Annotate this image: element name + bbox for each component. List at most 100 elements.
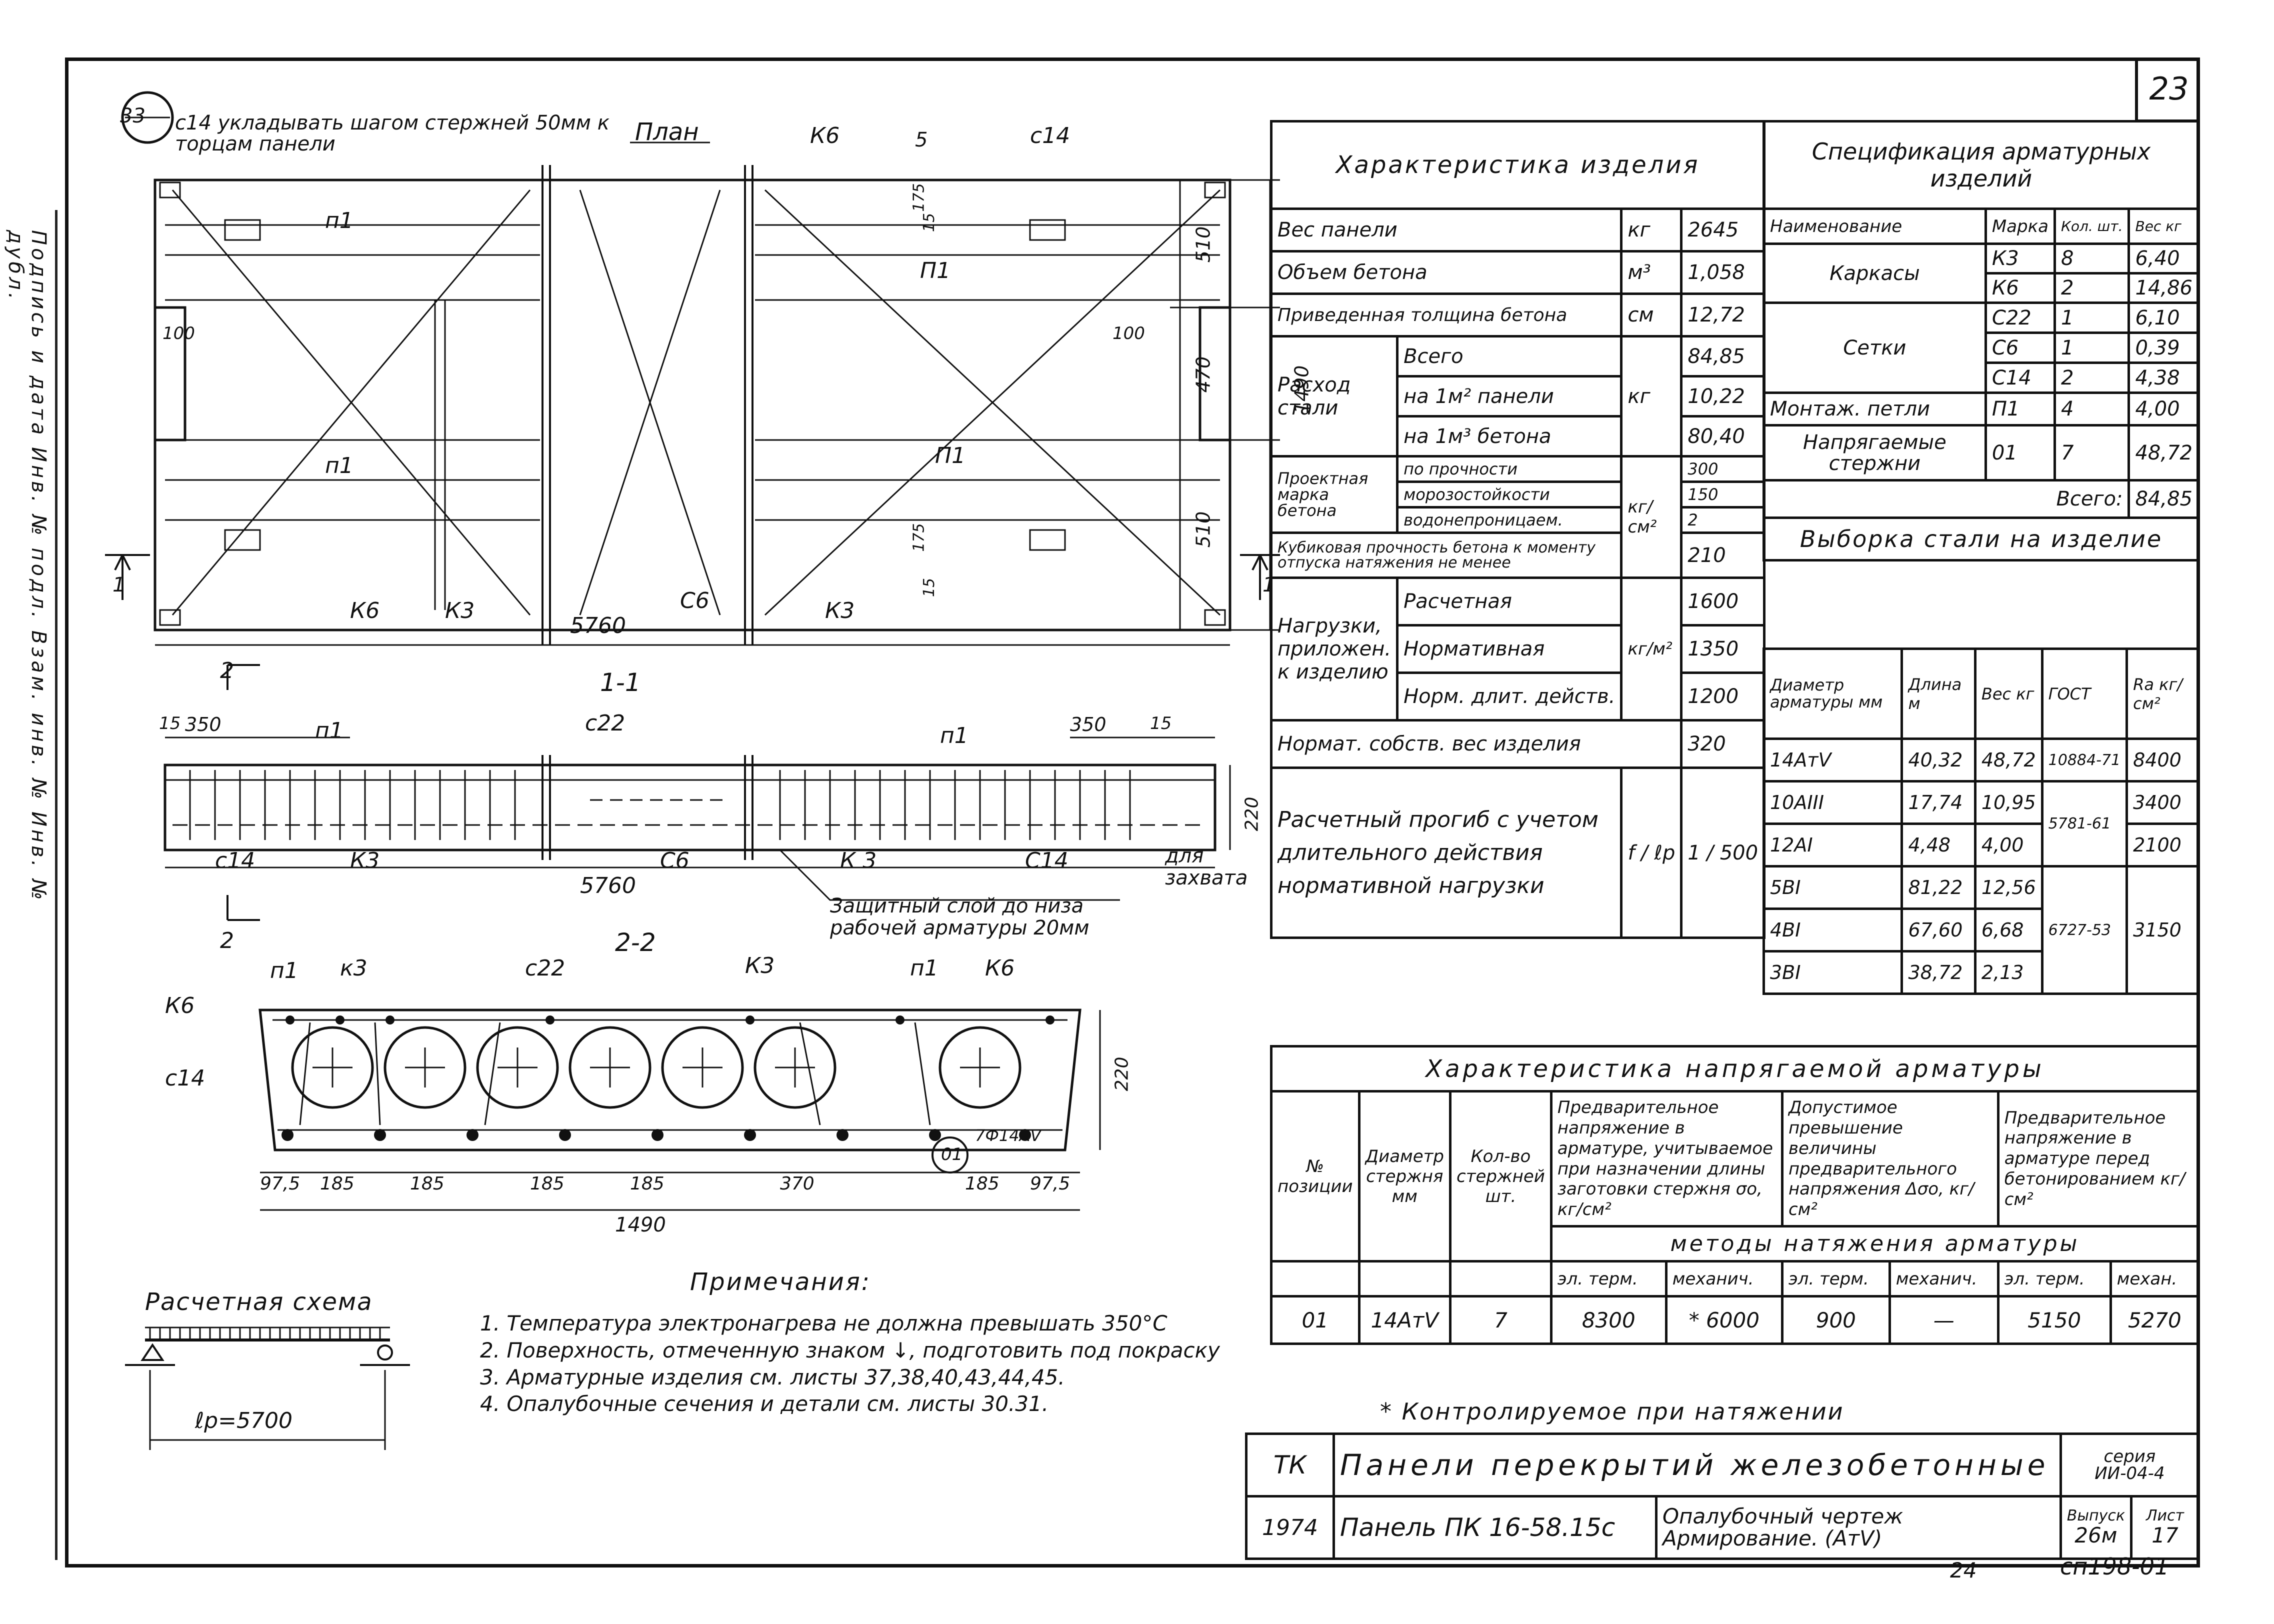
dim-22-6: 185 — [965, 1174, 1000, 1194]
plan-title: План — [635, 118, 699, 146]
cell: 6727-53 — [2040, 865, 2128, 995]
header: ГОСТ — [2040, 648, 2128, 740]
cell: — — [1888, 1295, 2000, 1345]
cell: 14АтV — [1358, 1295, 1452, 1345]
cell: 5270 — [2109, 1295, 2200, 1345]
series-value: ИИ-04-4 — [2094, 1464, 2165, 1484]
method: эл. терм. — [1780, 1260, 1891, 1298]
plan-note: с14 укладывать шагом стержней 50мм к тор… — [175, 112, 610, 156]
stamp-code: сп198-01 — [2060, 1553, 2170, 1580]
label-pos01-22: 01 — [941, 1144, 963, 1164]
value: 80,40 — [1680, 415, 1766, 458]
title-block: ТК Панели перекрытий железобетонные сери… — [1245, 1432, 2200, 1560]
header: Диаметр стержня мм — [1358, 1090, 1452, 1262]
method: механ. — [2109, 1260, 2200, 1298]
row-label: Норм. длит. действ. — [1396, 672, 1623, 722]
cell: 7 — [1449, 1295, 1552, 1345]
title-year: 1974 — [1245, 1495, 1335, 1560]
methods-title: методы натяжения арматуры — [1550, 1225, 2200, 1262]
row-label: Вес панели — [1270, 208, 1623, 252]
dim-100-right: 100 — [1112, 324, 1145, 344]
sheet-label: Лист — [2146, 1507, 2184, 1525]
issue-value: 26м — [2074, 1523, 2118, 1548]
method: механич. — [1888, 1260, 2000, 1298]
qty: 2 — [2053, 272, 2130, 304]
cell: 8400 — [2126, 738, 2200, 782]
header: Наименование — [1762, 208, 1987, 245]
row-label: Расчетная — [1396, 576, 1623, 626]
mark: С22 — [1984, 302, 2056, 334]
total-value: 84,85 — [2128, 479, 2200, 519]
dim-15-bottom: 15 — [920, 578, 938, 598]
label-k3-b: К3 — [825, 598, 855, 624]
group-name: Каркасы — [1762, 242, 1987, 304]
dim-22-5: 370 — [780, 1174, 814, 1194]
qty: 1 — [2053, 302, 2130, 334]
plan-outline — [154, 178, 1232, 632]
dim-1490-22: 1490 — [615, 1214, 666, 1236]
group-name: Сетки — [1762, 302, 1987, 394]
unit: м³ — [1620, 250, 1683, 295]
cell: 17,74 — [1900, 780, 1976, 825]
grade-label: Проектная марка бетона — [1270, 455, 1399, 534]
weight: 6,10 — [2128, 302, 2200, 334]
note-item: 2. Поверхность, отмеченную знаком ↓, под… — [480, 1338, 1220, 1362]
weight: 48,72 — [2128, 424, 2200, 482]
unit: кг/м² — [1620, 576, 1683, 722]
cell: 5150 — [1996, 1295, 2112, 1345]
weight: 4,38 — [2128, 362, 2200, 394]
label-p1-a: п1 — [325, 208, 354, 234]
dim-22-7: 97,5 — [1030, 1174, 1070, 1194]
margin-line — [55, 210, 58, 1560]
note-item: 4. Опалубочные сечения и детали см. лист… — [480, 1392, 1049, 1416]
header: Вес кг — [2128, 208, 2200, 245]
header: Длина м — [1900, 648, 1976, 740]
dim-5760-plan: 5760 — [570, 613, 626, 638]
cell: 40,32 — [1900, 738, 1976, 782]
unit: кг/см² — [1620, 455, 1683, 579]
header: Rа кг/см² — [2126, 648, 2200, 740]
dim-22-2: 185 — [410, 1174, 444, 1194]
dim-510-bottom: 510 — [1192, 511, 1214, 548]
cell: 10,95 — [1974, 780, 2044, 825]
label-k3-left-22: к3 — [340, 956, 368, 981]
dim-15-top: 15 — [920, 212, 938, 232]
section-2-mark-bottom: 2 — [220, 928, 234, 954]
cell: 5781-61 — [2040, 780, 2128, 868]
label-k6-top: К6 — [810, 123, 840, 148]
weight: 6,40 — [2128, 242, 2200, 274]
label-p1-left-11: п1 — [315, 718, 344, 744]
sheet-value: 17 — [2152, 1523, 2178, 1548]
value: 300 — [1680, 455, 1766, 483]
section-2-2-outline — [258, 1008, 1082, 1152]
row-label: на 1м² панели — [1396, 375, 1623, 418]
row-label: водонепроницаем. — [1396, 506, 1623, 534]
dim-22-0: 97,5 — [260, 1174, 300, 1194]
unit: кг — [1620, 335, 1683, 458]
title-sheet: Лист 17 — [2130, 1495, 2200, 1560]
title-org: ТК — [1245, 1432, 1335, 1498]
prestress-title: Характеристика напрягаемой арматуры — [1270, 1045, 2200, 1092]
section-2-2-title: 2-2 — [615, 928, 656, 957]
header: Кол-во стержней шт. — [1449, 1090, 1552, 1262]
value: 1350 — [1680, 624, 1766, 674]
cell: 3150 — [2126, 865, 2200, 995]
steel-table: Диаметр арматуры мм Длина м Вес кг ГОСТ … — [1762, 648, 2200, 995]
note-item: 1. Температура электронагрева не должна … — [480, 1311, 1168, 1336]
value: 1,058 — [1680, 250, 1766, 295]
qty: 8 — [2053, 242, 2130, 274]
cell: 10884-71 — [2040, 738, 2128, 782]
dim-220-11: 220 — [1242, 796, 1262, 832]
label-p1-d: П1 — [935, 443, 966, 468]
scheme-span: ℓр=5700 — [195, 1408, 292, 1434]
label-k6-right-22: К6 — [985, 956, 1015, 981]
steel-label: Расход стали — [1270, 335, 1399, 458]
label-k3-right-22: К3 — [745, 953, 775, 978]
method: механич. — [1664, 1260, 1784, 1298]
unit: см — [1620, 292, 1683, 338]
value: 320 — [1680, 719, 1766, 769]
callout-number: 33 — [120, 104, 146, 128]
header: Предварительное напряжение в арматуре, у… — [1550, 1090, 1784, 1228]
weight: 4,00 — [2128, 392, 2200, 426]
row-label: Нормативная — [1396, 624, 1623, 674]
